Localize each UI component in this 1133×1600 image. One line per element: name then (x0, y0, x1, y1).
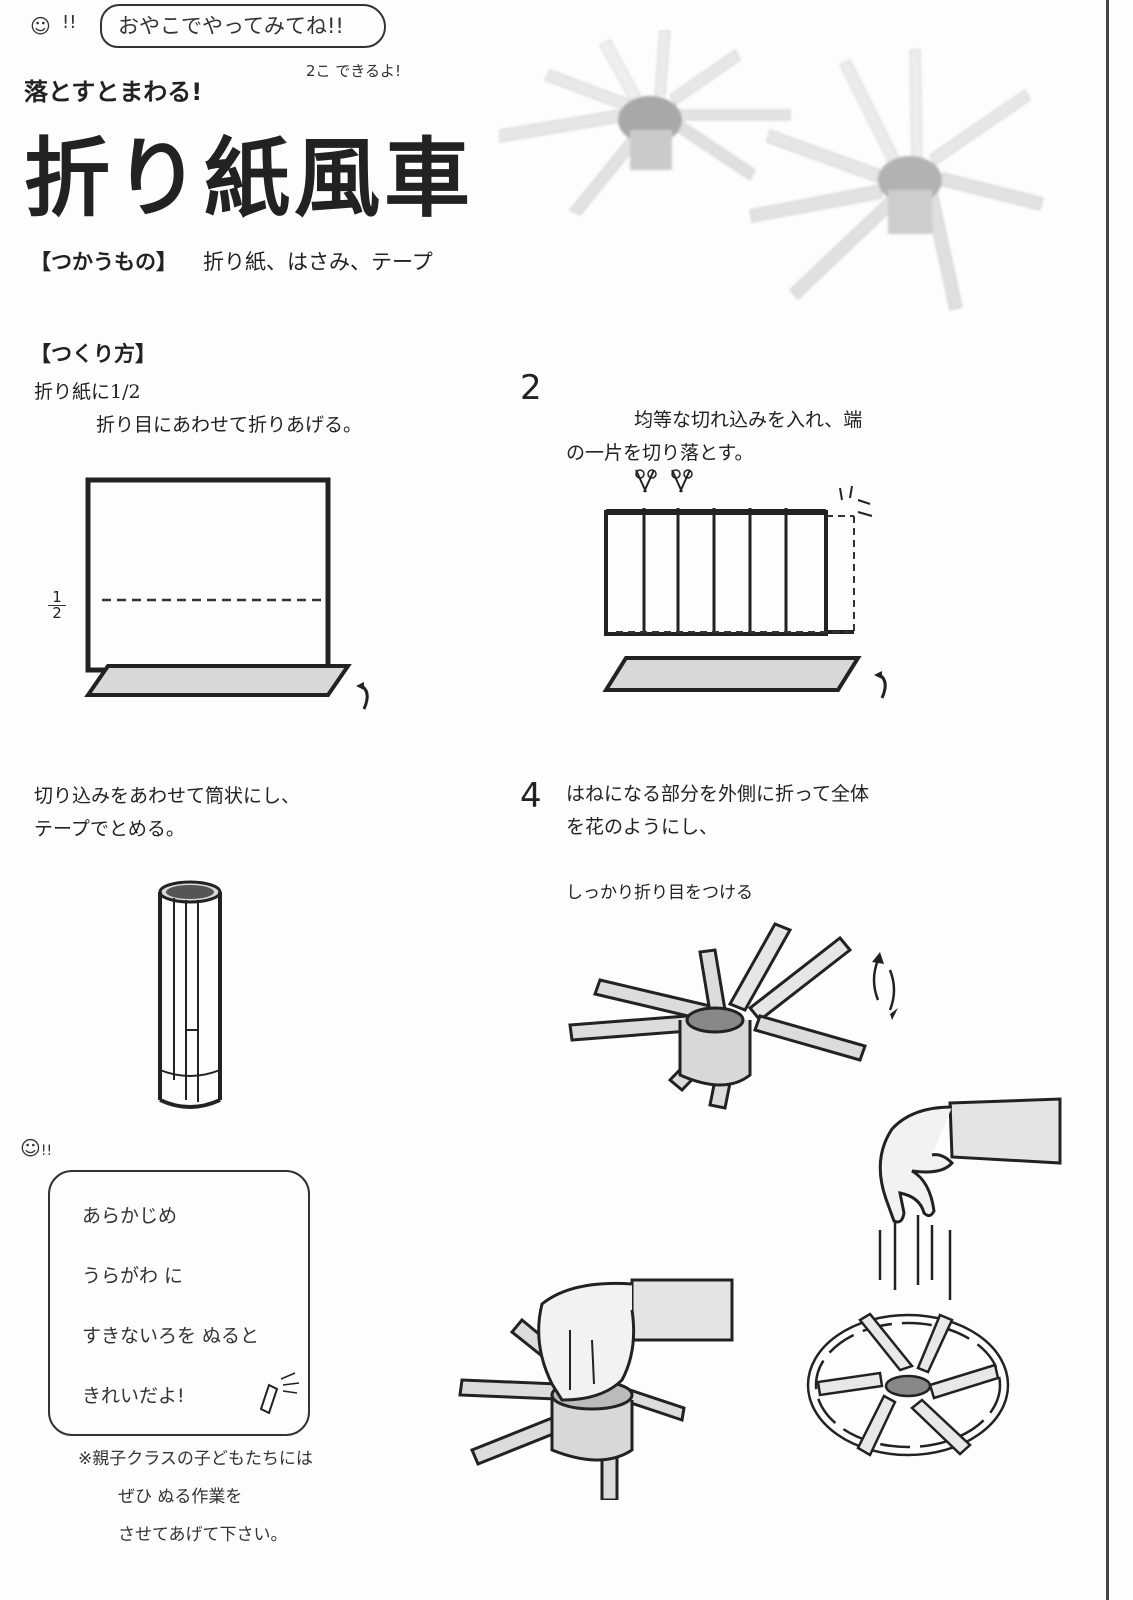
step-4-line-1: はねになる部分を外側に折って全体 (566, 783, 870, 805)
footnote-line-2: ぜひ ぬる作業を (118, 1487, 243, 1507)
step-3-text: 切り込みをあわせて筒状にし、 テープでとめる。 (34, 780, 300, 846)
tip-line-3: すきないろを ぬると (82, 1325, 260, 1347)
two-pieces-note: 2こ できるよ! (306, 62, 402, 80)
spinning-pinwheel-diagram (806, 1215, 1010, 1457)
instructions-heading: 【つくり方】 (30, 342, 156, 366)
parent-child-note: おやこでやってみてね!! (118, 14, 344, 38)
step-1-diagram (84, 477, 369, 710)
page-subtitle: 落とすとまわる! (24, 78, 203, 106)
speech-bubble (100, 4, 386, 48)
hand-dropping-diagram (878, 1097, 1062, 1224)
crayon-icon (259, 1372, 300, 1415)
step-4-text: はねになる部分を外側に折って全体 を花のようにし、 (566, 778, 869, 844)
step-4-line-2: を花のようにし、 (566, 816, 719, 838)
step-2-text: 均等な切れ込みを入れ、端 の一片を切り落とす。 (566, 404, 946, 470)
step-3-tube-diagram (158, 880, 222, 1109)
step-2-number: 2 (520, 368, 542, 408)
footnote-line-3: させてあげて下さい。 (118, 1525, 288, 1545)
step-3-line-2: テープでとめる。 (34, 818, 185, 840)
footnote: ※親子クラスの子どもたちには ぜひ ぬる作業を させてあげて下さい。 (78, 1440, 313, 1554)
materials-items: 折り紙、はさみ、テープ (203, 250, 433, 274)
footnote-line-1: ※親子クラスの子どもたちには (78, 1449, 313, 1469)
step-2-diagram (602, 469, 887, 699)
materials-label: 【つかうもの】 (30, 250, 177, 274)
page-border-right (1106, 0, 1109, 1600)
fraction-numerator: 1 (52, 588, 62, 606)
hand-pressing-diagram (458, 1278, 734, 1500)
smiley-face-icon: ☺!! (20, 1136, 53, 1160)
step-1-text: 折り紙に1/2 折り目にあわせて折りあげる。 (34, 376, 362, 442)
step-1-line-2: 折り目にあわせて折りあげる。 (96, 414, 363, 436)
step-2-line-1: 均等な切れ込みを入れ、端 (634, 409, 863, 431)
fraction-denominator: 2 (48, 605, 66, 621)
tip-line-1: あらかじめ (82, 1205, 178, 1227)
step-1-line-1: 折り紙に1/2 (34, 381, 141, 403)
step-4-flower-diagram (568, 922, 898, 1110)
smiley-face-icon: ☺ (30, 14, 51, 38)
half-fraction: 1 2 (48, 590, 66, 621)
page-title: 折り紙風車 (24, 128, 474, 229)
step-4-number: 4 (520, 776, 542, 816)
step-4-crease-note: しっかり折り目をつける (566, 883, 753, 903)
step-3-line-1: 切り込みをあわせて筒状にし、 (34, 785, 301, 807)
tip-speech-bubble (48, 1170, 310, 1436)
step-2-line-2: の一片を切り落とす。 (566, 442, 754, 464)
pinwheel-photo (499, 30, 1044, 311)
exclamation-marks: !! (62, 12, 77, 33)
tip-line-4: きれいだよ! (82, 1385, 185, 1407)
tip-line-2: うらがわ に (82, 1265, 184, 1287)
tip-text: あらかじめ うらがわ に すきないろを ぬると きれいだよ! (82, 1186, 259, 1426)
materials-line: 【つかうもの】 折り紙、はさみ、テープ (30, 246, 433, 276)
